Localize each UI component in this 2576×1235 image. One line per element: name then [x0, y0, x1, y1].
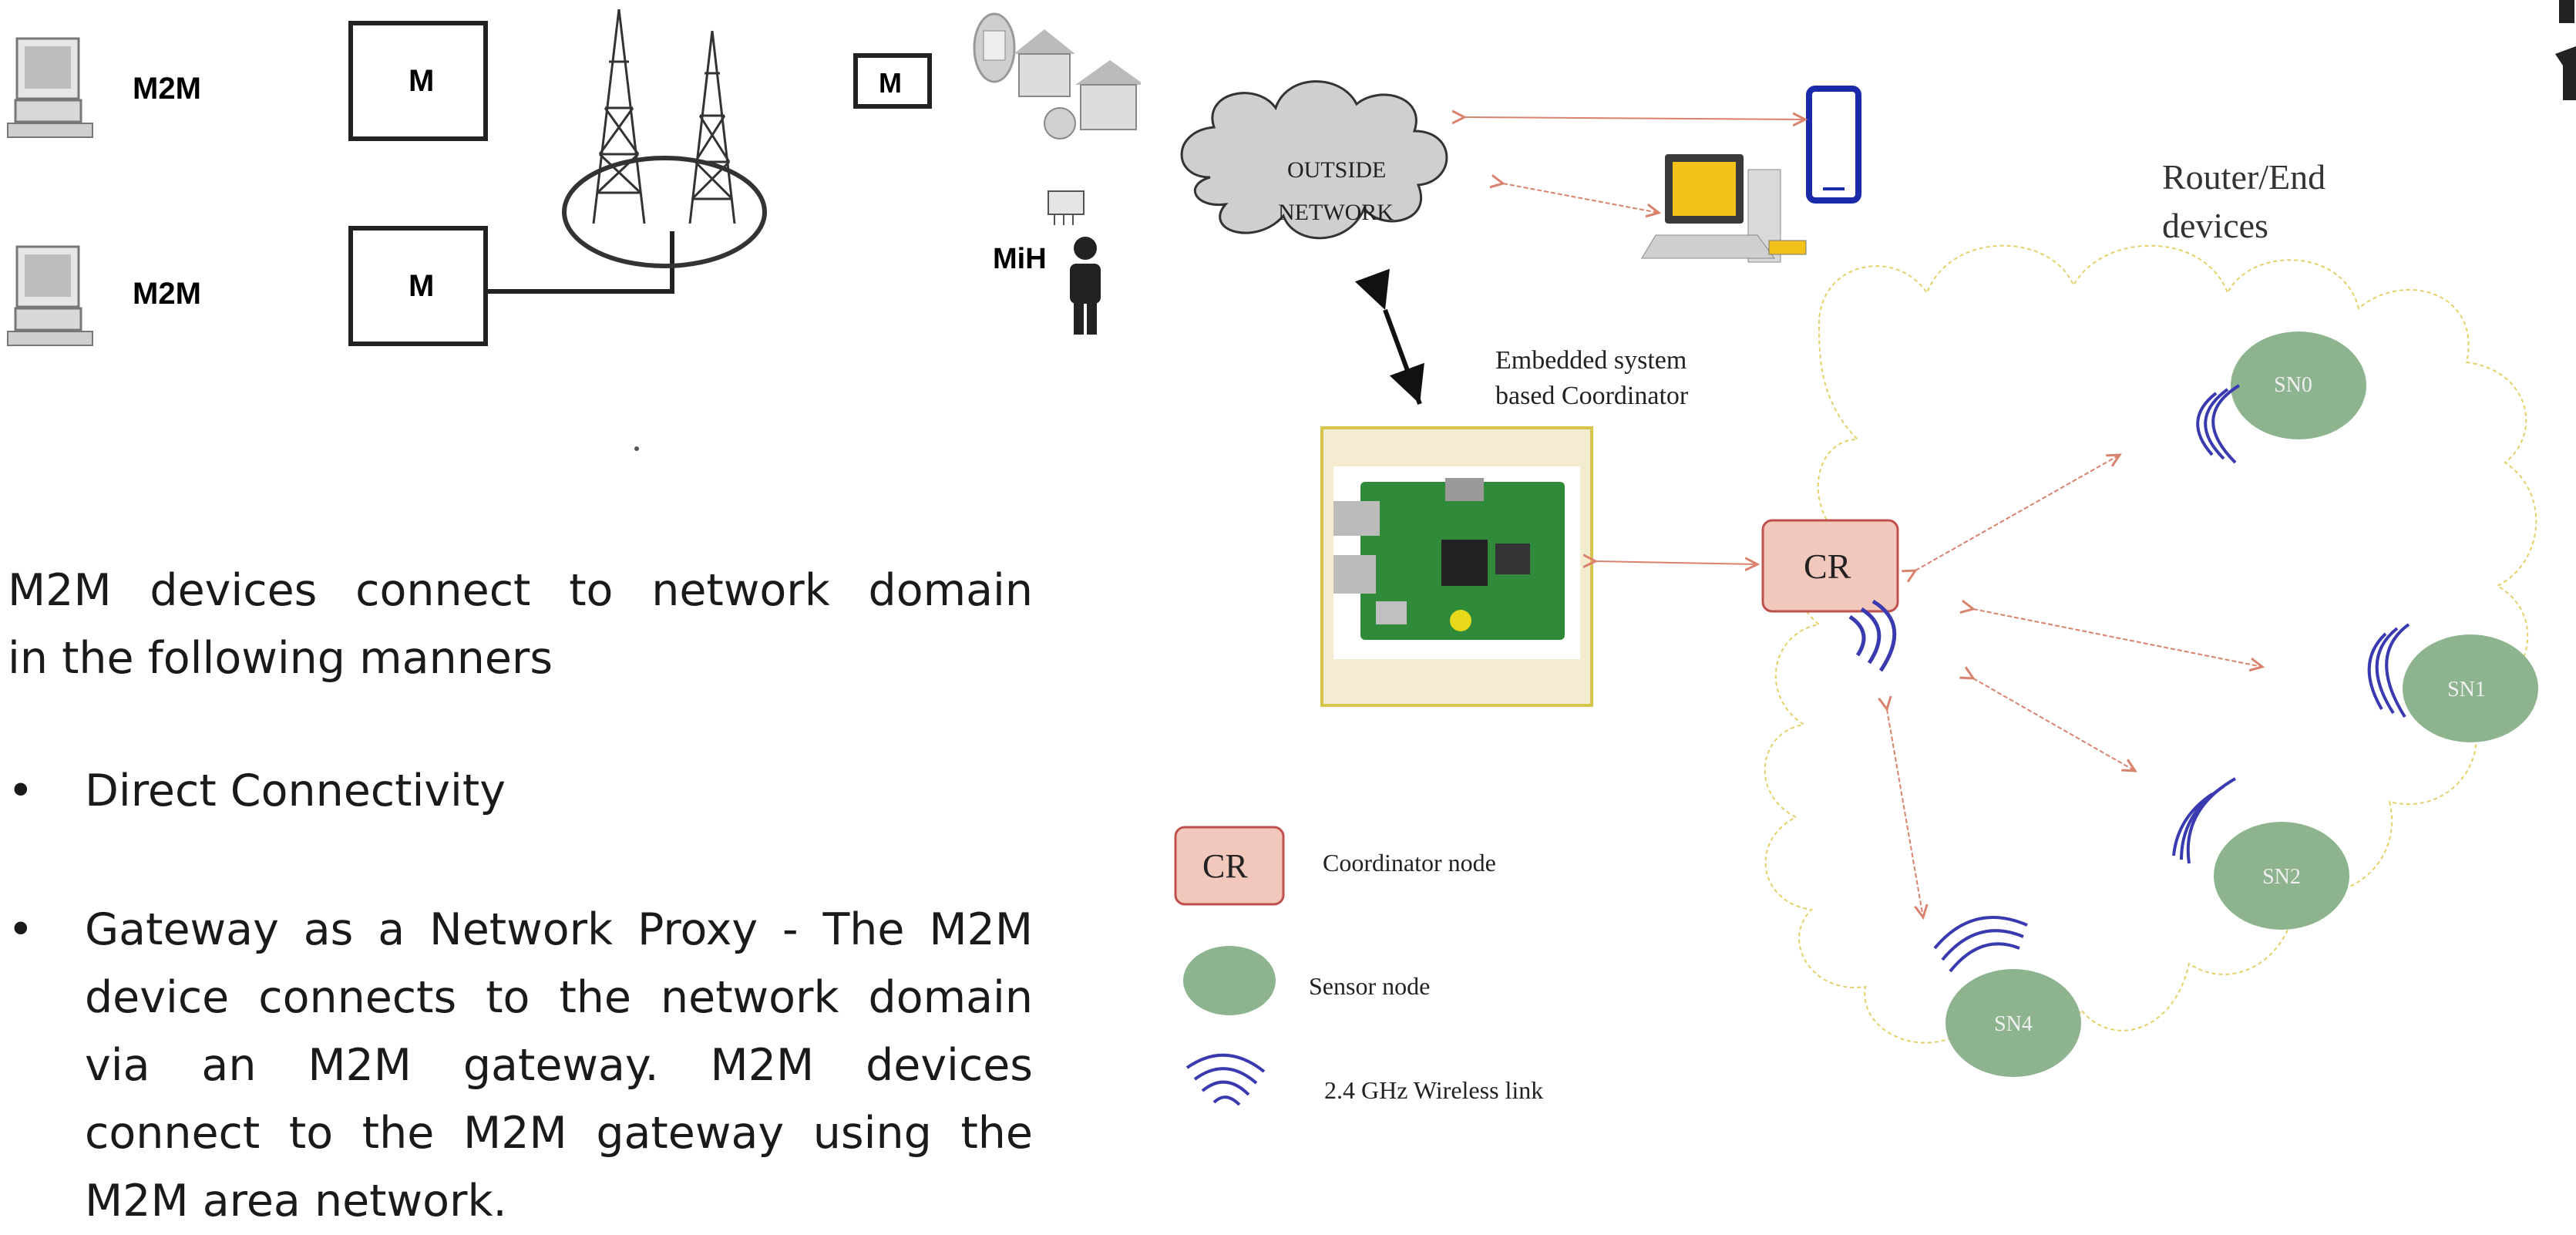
cropped-glyph — [2559, 0, 2574, 23]
intro-line-2: in the following manners — [8, 633, 553, 684]
computer-icon — [7, 37, 93, 138]
link-arrow — [1973, 609, 2262, 667]
sensor-node-label: SN1 — [2447, 678, 2486, 702]
coordinator-caption: Embedded system — [1495, 346, 1687, 375]
bullet-text: Gateway as a Network Proxy - The M2M dev… — [85, 904, 1033, 1227]
m-box — [853, 53, 932, 109]
sensor-node — [1945, 969, 2081, 1077]
sensor-node — [2231, 331, 2366, 439]
link-arrow — [1915, 455, 2120, 570]
backhaul-arrow — [1354, 268, 1424, 405]
legend-wireless-icon — [1185, 1053, 1266, 1106]
cloud-label: NETWORK — [1278, 200, 1394, 225]
sensor-node-label: SN2 — [2262, 865, 2301, 889]
wireless-wave-icon — [2172, 777, 2236, 864]
cloud-label: OUTSIDE — [1287, 157, 1386, 183]
tower-icon — [562, 8, 767, 268]
sensor-node-label: SN0 — [2274, 373, 2312, 397]
bullet-item: • Gateway as a Network Proxy - The M2M d… — [0, 896, 1033, 1227]
outside-network-cloud — [1180, 80, 1448, 240]
m2m-label: M2M — [133, 72, 201, 106]
wireless-wave-icon — [1933, 916, 2028, 973]
embedded-board-image — [1320, 426, 1593, 707]
link-arrow — [1465, 117, 1805, 119]
legend-coordinator-box-label: CR — [1202, 847, 1248, 885]
link-arrow — [1503, 183, 1659, 213]
router-label: devices — [2162, 206, 2268, 245]
cropped-glyph — [2555, 46, 2576, 100]
router-label: Router/End — [2162, 157, 2325, 197]
sensor-node-label: SN4 — [1994, 1012, 2033, 1036]
wireless-wave-icon — [1848, 599, 1897, 672]
legend-coordinator-label: Coordinator node — [1323, 849, 1496, 877]
coordinator-caption: based Coordinator — [1495, 382, 1689, 410]
bullet-marker: • — [8, 766, 34, 816]
wsn-architecture-diagram: OUTSIDE NETWORK Embedded system based Co… — [1174, 0, 2576, 1106]
wireless-wave-icon — [2367, 623, 2410, 718]
bullet-marker: • — [8, 904, 34, 955]
mih-label: MiH — [993, 243, 1047, 275]
sensor-network-cloud — [1764, 244, 2537, 1054]
house-icon — [1014, 29, 1141, 140]
intro-line-1: M2M devices connect to network domain — [8, 565, 1033, 616]
phone-icon — [1806, 86, 1861, 204]
m2m-label: M2M — [133, 277, 201, 311]
dot-mark — [634, 446, 639, 451]
m-box-label: M — [409, 269, 434, 303]
link-arrow — [1973, 678, 2135, 771]
connection-line — [486, 231, 674, 294]
legend-wireless-label: 2.4 GHz Wireless link — [1324, 1076, 1543, 1104]
sensor-node — [2214, 822, 2349, 930]
legend-coordinator-box — [1174, 826, 1285, 906]
m-box — [348, 226, 488, 346]
smart-meter-icon — [973, 12, 1016, 83]
chip-icon — [1048, 190, 1085, 225]
legend-sensor-ellipse — [1183, 946, 1276, 1015]
link-arrow — [1887, 709, 1923, 917]
desktop-computer-icon — [1641, 154, 1807, 263]
wireless-wave-icon — [2196, 384, 2241, 464]
coordinator-node — [1761, 519, 1899, 613]
computer-icon — [7, 245, 93, 346]
bullet-item: • Direct Connectivity — [0, 757, 1033, 850]
bullet-text: Direct Connectivity — [85, 766, 506, 816]
sensor-node — [2403, 634, 2538, 742]
m-box — [348, 21, 488, 141]
m-box-label: M — [879, 67, 902, 99]
link-arrow — [1596, 561, 1757, 564]
person-icon — [1070, 237, 1101, 335]
legend-sensor-label: Sensor node — [1309, 972, 1430, 1000]
coordinator-node-label: CR — [1804, 547, 1851, 586]
m-box-label: M — [409, 64, 434, 98]
m2m-topology-diagram: M2M M2M M M M MiH — [7, 8, 1141, 451]
